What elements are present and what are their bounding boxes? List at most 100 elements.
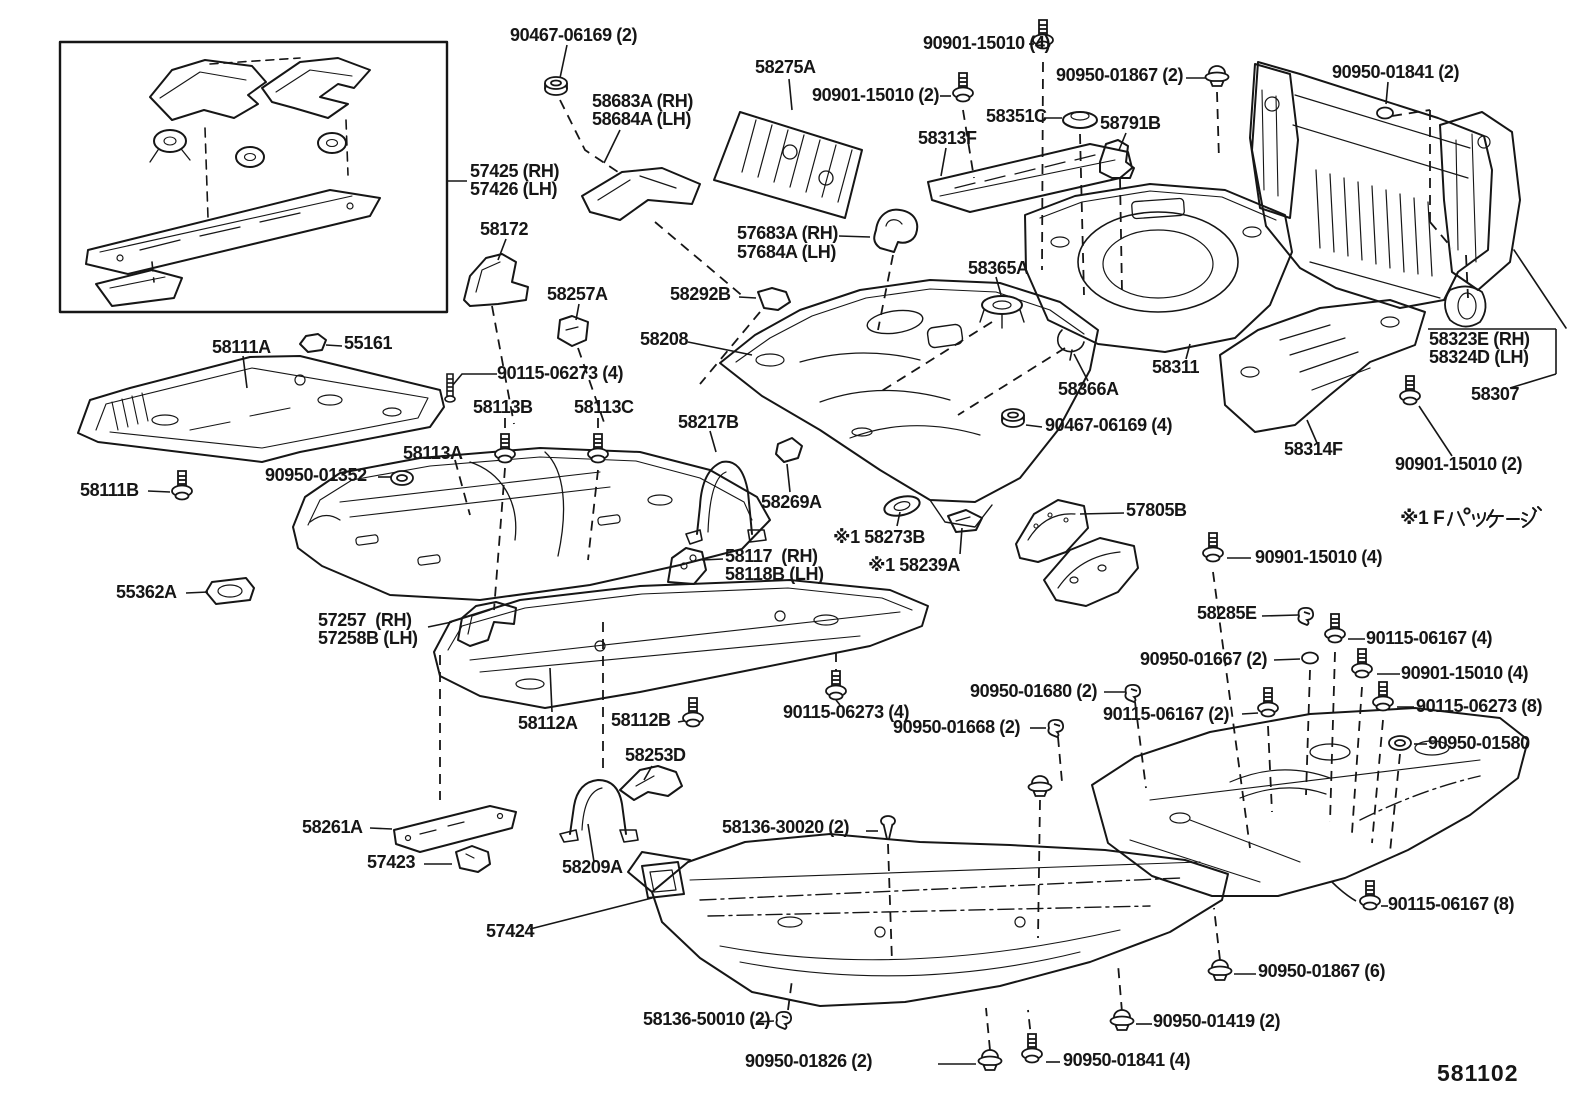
label-58261A: 58261A [302, 817, 363, 837]
screw-pin-icon [880, 815, 896, 840]
plug-icon [1207, 959, 1233, 981]
rear-floor-pan-front-drawing [719, 279, 1099, 528]
label-58257A: 58257A [547, 284, 608, 304]
inset-crossmember-assembly-drawing [58, 40, 449, 314]
label-58365A: 58365A [968, 258, 1029, 278]
fuel-tank-protector-drawing [713, 111, 863, 219]
grommet-icon [390, 470, 414, 486]
label-90901-15010-x2-right: 90901-15010 (2) [1395, 454, 1523, 474]
rear-floor-brace-drawing [927, 143, 1133, 213]
front-floor-under-panel-drawing [433, 579, 929, 709]
diagram-code: 581102 [1437, 1060, 1519, 1086]
label-90901-15010-x4-top: 90901-15010 (4) [923, 33, 1051, 53]
label-58292B: 58292B [670, 284, 731, 304]
clip-icon [1047, 718, 1065, 738]
label-58113B: 58113B [473, 397, 533, 417]
label-57258B-LH: 57258B (LH) [318, 628, 418, 648]
label-58311: 58311 [1152, 357, 1200, 377]
label-90115-06167-x2: 90115-06167 (2) [1103, 704, 1230, 724]
plug-icon [1204, 65, 1230, 87]
bolt-icon [825, 670, 847, 701]
label-90115-06167-x8: 90115-06167 (8) [1388, 894, 1515, 914]
label-58366A: 58366A [1058, 379, 1119, 399]
small-bracket-parts-drawing [205, 111, 1135, 899]
plug-icon [1109, 1009, 1135, 1031]
label-58307: 58307 [1471, 384, 1520, 404]
label-58136-30020-x2: 58136-30020 (2) [722, 817, 850, 837]
label-58112A: 58112A [518, 713, 578, 733]
rear-floor-side-insulator-drawing [1219, 299, 1426, 433]
clip-icon [1124, 683, 1142, 703]
label-90950-01867-x2: 90950-01867 (2) [1056, 65, 1184, 85]
label-58269A: 58269A [761, 492, 822, 512]
label-90950-01419-x2: 90950-01419 (2) [1153, 1011, 1281, 1031]
screw-icon [494, 433, 516, 464]
label-58113C: 58113C [574, 397, 634, 417]
label-57684A-LH: 57684A (LH) [737, 242, 836, 262]
label-57683A-RH: 57683A (RH) [737, 223, 838, 243]
label-58239A-note1: ※1 58239A [868, 555, 960, 575]
label-90901-15010-x4-low: 90901-15010 (4) [1401, 663, 1529, 683]
footnote-f-package: ※1 F [1400, 506, 1543, 530]
label-55362A: 55362A [116, 582, 177, 602]
label-58253D: 58253D [625, 745, 686, 765]
bolt-icon [682, 697, 704, 728]
label-90467-06169-x2: 90467-06169 (2) [510, 25, 638, 45]
label-58113A: 58113A [403, 443, 463, 463]
label-58217B: 58217B [678, 412, 739, 432]
bolt-icon [1324, 613, 1346, 644]
label-58172: 58172 [480, 219, 529, 239]
label-90901-15010-x4-mid: 90901-15010 (4) [1255, 547, 1383, 567]
label-58117-RH: 58117 (RH) [725, 546, 818, 566]
label-58275A: 58275A [755, 57, 816, 77]
label-58324D-LH: 58324D (LH) [1429, 347, 1529, 367]
label-90950-01580: 90950-01580 [1428, 733, 1530, 753]
stud-icon [444, 373, 456, 403]
bolt-icon [952, 72, 974, 103]
label-55161: 55161 [344, 333, 393, 353]
bolt-icon [1257, 687, 1279, 718]
label-90115-06273-x4-bottom: 90115-06273 (4) [783, 702, 910, 722]
lower-floor-pan-front-drawing [627, 833, 1229, 1007]
front-floor-pan-drawing [77, 355, 445, 463]
label-90950-01352: 90950-01352 [265, 465, 367, 485]
label-90115-06273-x8: 90115-06273 (8) [1416, 696, 1543, 716]
label-58683A-RH: 58683A (RH) [592, 91, 693, 111]
label-90115-06273-x4-top: 90115-06273 (4) [497, 363, 624, 383]
label-57425-RH: 57425 (RH) [470, 161, 560, 181]
label-57805B: 57805B [1126, 500, 1187, 520]
footnote-prefix: ※1 F [1400, 507, 1445, 529]
label-58791B: 58791B [1100, 113, 1161, 133]
bolt-icon [1399, 375, 1421, 406]
screw-icon [587, 433, 609, 464]
label-58684A-LH: 58684A (LH) [592, 109, 691, 129]
label-58118B-LH: 58118B (LH) [725, 564, 824, 584]
label-58351C: 58351C [986, 106, 1047, 126]
oval-plug-icon [1376, 106, 1394, 120]
label-90950-01667-x2: 90950-01667 (2) [1140, 649, 1268, 669]
label-90950-01668-x2: 90950-01668 (2) [893, 717, 1021, 737]
label-58209A: 58209A [562, 857, 623, 877]
label-58313F: 58313F [918, 128, 977, 148]
label-90950-01841-x2: 90950-01841 (2) [1332, 62, 1460, 82]
label-90467-06169-x4: 90467-06169 (4) [1045, 415, 1173, 435]
bolt-icon [1021, 1033, 1043, 1064]
label-90950-01680-x2: 90950-01680 (2) [970, 681, 1098, 701]
center-floor-panel-drawing [292, 447, 771, 601]
nut-icon [544, 76, 568, 96]
bolt-icon [1359, 880, 1381, 911]
label-58273B-note1: ※1 58273B [833, 527, 925, 547]
oval-plug-icon [1301, 651, 1319, 665]
label-58323E-RH: 58323E (RH) [1429, 329, 1530, 349]
bolt-icon [1372, 681, 1394, 712]
label-57423: 57423 [367, 852, 416, 872]
lower-back-panel-drawing [1249, 61, 1567, 329]
lower-floor-pan-rear-drawing [1091, 707, 1529, 897]
clip-icon [775, 1010, 793, 1030]
label-57426-LH: 57426 (LH) [470, 179, 558, 199]
label-90115-06167-x4: 90115-06167 (4) [1366, 628, 1493, 648]
label-57424: 57424 [486, 921, 535, 941]
leader-lines [147, 43, 1557, 1065]
